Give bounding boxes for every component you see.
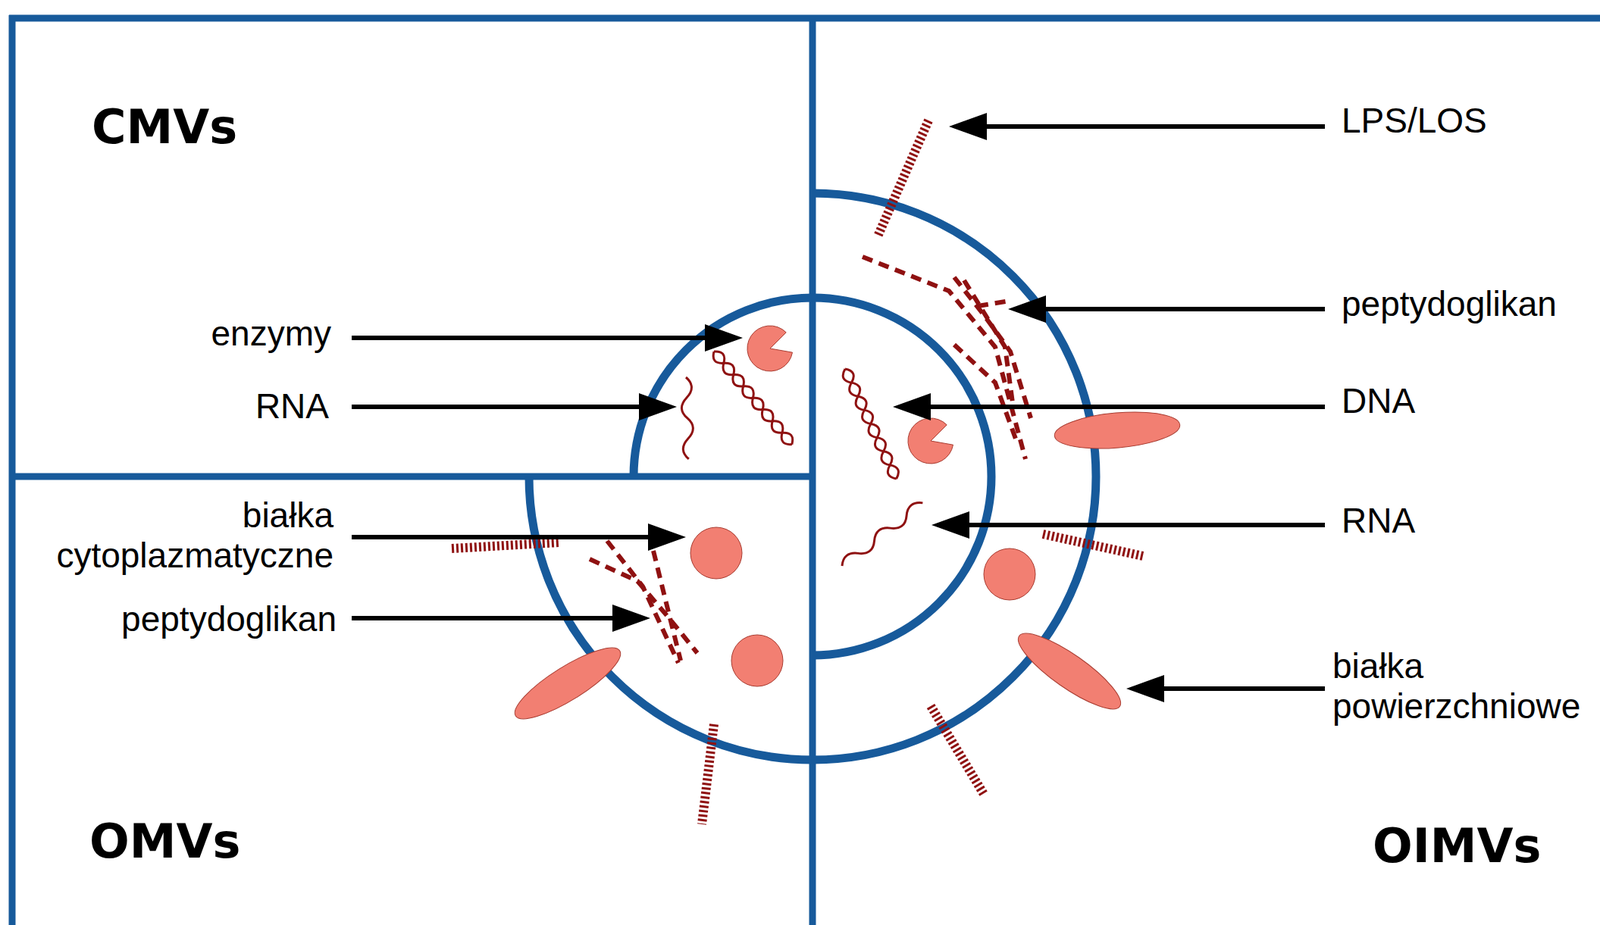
quadrant-panel: OIMVs [812, 18, 1600, 925]
annotation-label: LPS/LOS [1341, 100, 1592, 141]
lps-molecule [877, 120, 929, 237]
annotation-label: peptydoglikan [1341, 284, 1592, 325]
annotation-label: białka cytoplazmatyczne [30, 495, 334, 577]
quadrant-title: OIMVs [1372, 823, 1541, 871]
arrow-head [1126, 675, 1165, 703]
rna-helix [710, 348, 797, 449]
quadrant-title: CMVs [91, 103, 238, 151]
lps-molecule [930, 706, 985, 796]
surface-protein [507, 636, 630, 730]
arrow-head [948, 112, 987, 141]
surface-protein [1052, 407, 1181, 454]
arrow-head [892, 393, 931, 421]
border-line [9, 15, 1600, 22]
leader-line [351, 616, 617, 621]
strand [710, 348, 797, 449]
arrow-head [612, 604, 651, 633]
peptidoglycan [977, 300, 1011, 307]
strand [840, 366, 902, 482]
leader-line [1042, 306, 1325, 312]
annotation-label: enzymy [103, 313, 332, 354]
cytoplasmic-protein [690, 527, 743, 580]
annotation-label: RNA [1341, 500, 1592, 542]
rna-strand [839, 498, 927, 570]
leader-line [351, 535, 652, 540]
leader-line [351, 335, 709, 341]
border-line [12, 473, 813, 481]
lps-molecule [701, 724, 714, 825]
inner-membrane [633, 297, 992, 656]
dna-helix [840, 366, 902, 482]
peptidoglycan [862, 256, 1026, 460]
border-line [809, 18, 817, 925]
annotation-label: białka powierzchniowe [1332, 646, 1598, 727]
strand [839, 498, 927, 570]
strand [680, 377, 695, 460]
strand [710, 348, 797, 449]
arrow-head [931, 511, 970, 539]
border-line [9, 15, 16, 925]
rna-strand [680, 377, 695, 460]
cytoplasmic-protein [731, 635, 783, 687]
peptidoglycan-group [589, 256, 1031, 664]
arrow-head [704, 324, 743, 352]
quadrant-panel: CMVs [12, 18, 813, 477]
peptidoglycan [589, 559, 698, 654]
proteins [507, 325, 1182, 731]
peptidoglycan [954, 277, 1031, 419]
arrow-head [638, 393, 677, 421]
leader-line [983, 124, 1325, 129]
lps-molecule [451, 542, 560, 549]
annotation-label: DNA [1341, 381, 1592, 422]
surface-protein [1009, 623, 1130, 721]
lps-group [451, 120, 1143, 825]
membranes [529, 193, 1096, 761]
cytoplasmic-protein [983, 548, 1036, 601]
lps-molecule [1042, 534, 1143, 557]
peptidoglycan [653, 551, 681, 661]
enzyme [747, 325, 793, 372]
leader-line [965, 522, 1325, 528]
strand [840, 366, 902, 482]
leader-line [351, 404, 645, 410]
annotation-label: RNA [101, 386, 329, 427]
arrow-head [648, 523, 686, 552]
leader-line [926, 404, 1325, 410]
annotation-label: peptydoglikan [33, 599, 337, 640]
leader-arrows [351, 112, 1325, 703]
enzyme [908, 418, 954, 464]
leader-line [1160, 686, 1325, 692]
outer-membrane [529, 193, 1096, 761]
arrow-head [1008, 295, 1046, 323]
peptidoglycan [954, 344, 1016, 439]
peptidoglycan [964, 280, 1014, 409]
quadrant-title: OMVs [89, 818, 241, 866]
nucleic-acids [680, 348, 927, 571]
panel-borders [9, 15, 1600, 925]
